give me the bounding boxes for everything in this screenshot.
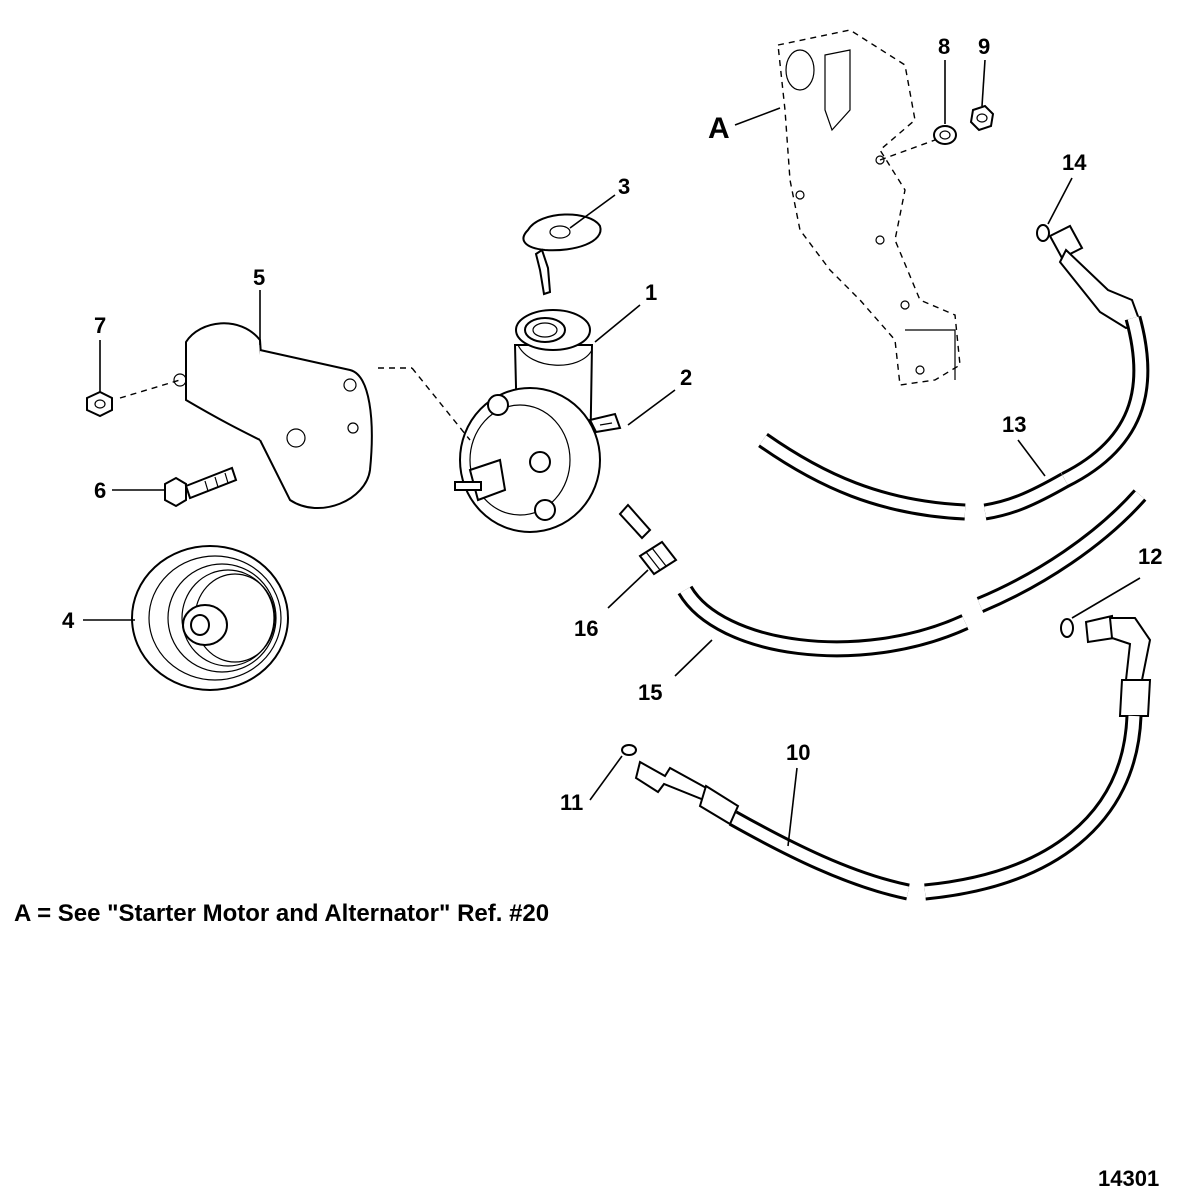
leader-13 <box>1017 439 1046 477</box>
callout-5: 5 <box>253 265 265 290</box>
callout-8: 8 <box>938 34 950 59</box>
figure-number: 14301 <box>1098 1166 1160 1191</box>
callout-6: 6 <box>94 478 106 503</box>
callout-3: 3 <box>618 174 630 199</box>
hose-10-fitting <box>634 760 740 826</box>
leader-14 <box>1047 177 1073 225</box>
high-pressure-fitting-lower <box>1084 614 1152 717</box>
bolt-6 <box>164 466 238 508</box>
nut-7-dashline <box>119 379 181 399</box>
power-steering-pump-1 <box>454 309 652 540</box>
o-ring-11 <box>621 744 637 756</box>
leader-9 <box>981 59 986 107</box>
leader-a <box>734 107 781 126</box>
bracket-a-stud-dashline <box>879 139 936 161</box>
leader-2 <box>627 389 676 426</box>
callout-11: 11 <box>560 790 583 815</box>
callout-16: 16 <box>574 616 598 641</box>
o-ring-14 <box>1036 224 1050 242</box>
leader-12 <box>1071 577 1141 619</box>
fitting-16 <box>638 540 678 576</box>
filler-cap-3 <box>522 213 602 296</box>
hose-10-right <box>924 715 1143 901</box>
o-ring-12 <box>1060 618 1074 638</box>
nut-7 <box>86 390 113 418</box>
leader-15 <box>674 639 713 677</box>
callout-10: 10 <box>786 740 810 765</box>
hose-13-left <box>758 433 966 521</box>
leader-11 <box>589 755 623 801</box>
washer-8 <box>933 125 957 145</box>
callout-9: 9 <box>978 34 990 59</box>
callout-15: 15 <box>638 680 662 705</box>
leader-3 <box>569 194 616 229</box>
callout-12: 12 <box>1138 544 1162 569</box>
hose-15-right <box>976 489 1147 613</box>
callout-14: 14 <box>1062 150 1087 175</box>
pump-alignment-dashline-b <box>411 367 471 441</box>
callout-1: 1 <box>645 280 657 305</box>
pulley-4 <box>131 545 289 691</box>
pump-bracket-5 <box>173 322 373 510</box>
hose-15-left <box>677 585 969 658</box>
hose-13-lower <box>983 472 1070 521</box>
callout-a: A <box>708 112 730 145</box>
reference-footnote: A = See "Starter Motor and Alternator" R… <box>14 900 550 927</box>
callout-2: 2 <box>680 365 692 390</box>
high-pressure-fitting-upper <box>1048 224 1142 330</box>
callout-7: 7 <box>94 313 106 338</box>
hose-13-upper <box>1061 315 1150 488</box>
nut-9 <box>969 104 995 132</box>
leader-16 <box>607 569 649 609</box>
leader-10 <box>787 767 798 847</box>
callout-13: 13 <box>1002 412 1026 437</box>
hose-10-left <box>728 810 910 901</box>
engine-bracket-a <box>777 29 961 386</box>
leader-1 <box>594 304 641 343</box>
callout-4: 4 <box>62 608 75 633</box>
